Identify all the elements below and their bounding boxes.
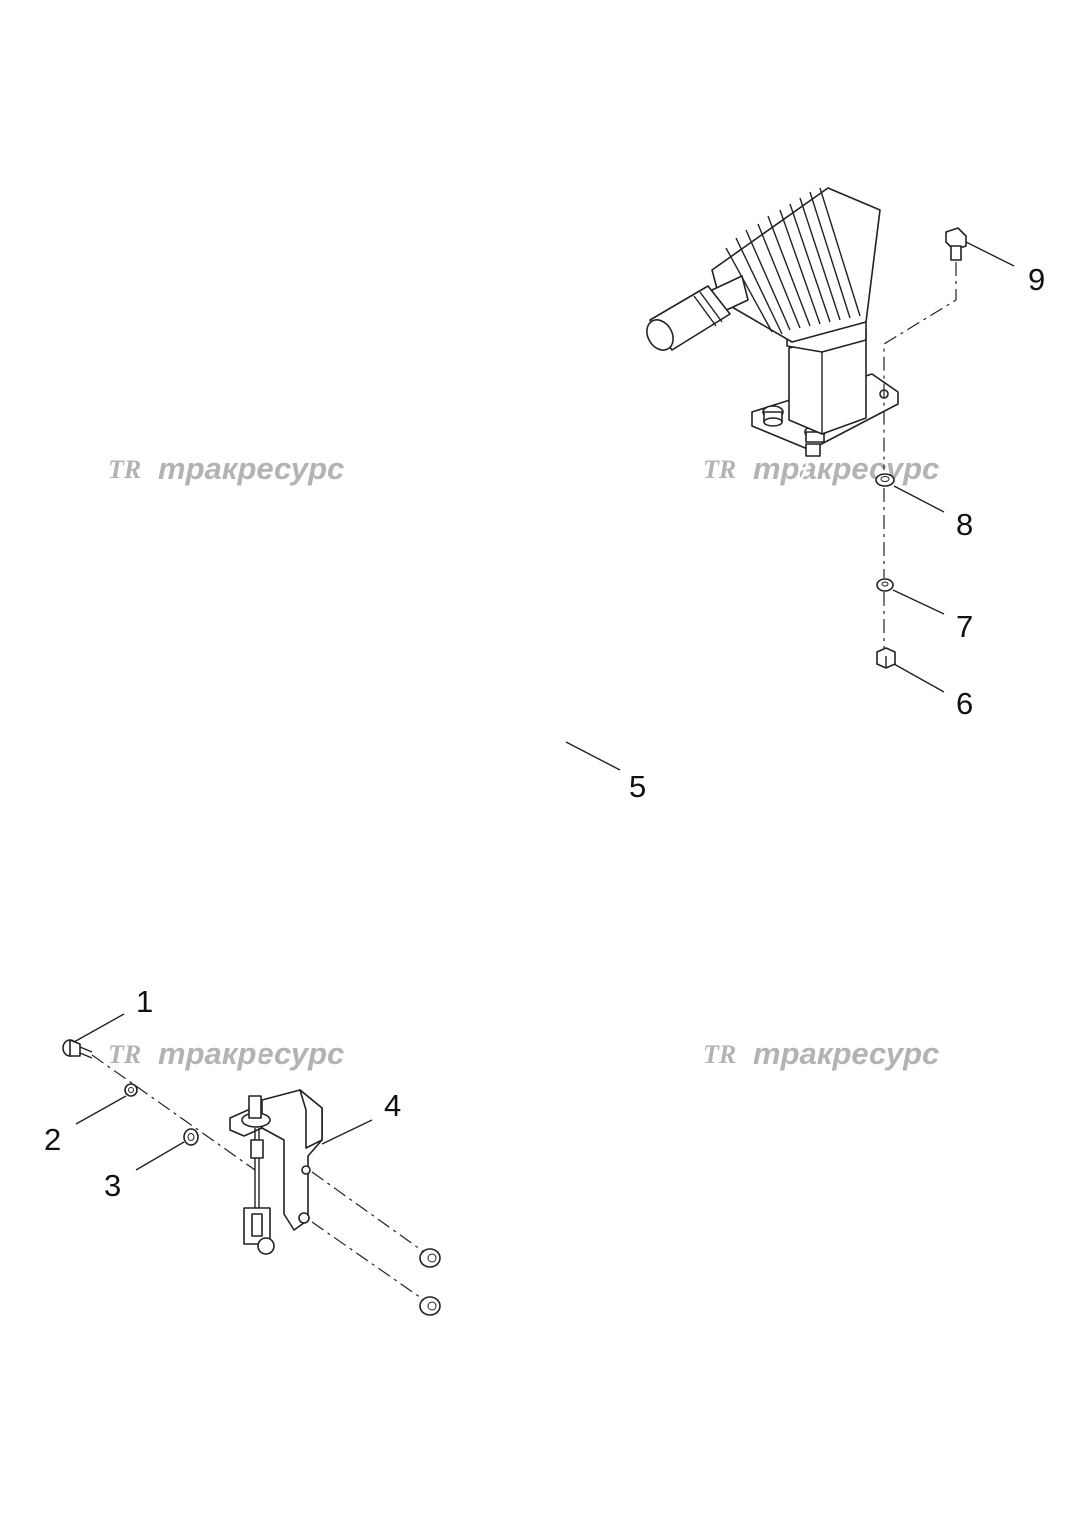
rod-collar (250, 1139, 264, 1159)
leader-6 (893, 663, 945, 693)
assembly-line-bolt (91, 1054, 256, 1171)
watermark-text: тракресурс (158, 451, 344, 486)
leader-3 (135, 1141, 185, 1171)
bracket-hole-upper (301, 1165, 311, 1175)
leader-7 (892, 589, 945, 615)
nut-lower-right-1 (419, 1248, 441, 1268)
bracket-hole-lower (298, 1212, 310, 1224)
bolt-1 (62, 1039, 93, 1059)
cable-end-fitting-bottom (248, 1095, 262, 1119)
leader-2 (75, 1095, 127, 1125)
watermark-text: тракресурс (158, 1036, 344, 1071)
control-lever-assembly (646, 187, 899, 451)
callout-5: 5 (629, 769, 646, 804)
watermark-text: тракресурс (753, 451, 939, 486)
leader-5 (565, 741, 621, 771)
watermark-logo: TR (108, 1040, 141, 1069)
leader-8 (893, 485, 945, 513)
watermark-logo: TR (703, 455, 736, 484)
watermark-logo: TR (108, 455, 141, 484)
nut-6 (876, 647, 896, 669)
callout-1: 1 (136, 984, 153, 1019)
callout-3: 3 (104, 1168, 121, 1203)
watermark-logo: TR (703, 1040, 736, 1069)
assembly-line-bolt-9 (883, 262, 957, 470)
callout-7: 7 (956, 609, 973, 644)
callout-4: 4 (384, 1088, 401, 1123)
clevis-pin (257, 1237, 275, 1255)
watermark-top-right: TR тракресурс (703, 451, 939, 486)
bolt-9 (945, 227, 967, 261)
control-cable (250, 443, 821, 1097)
callout-9: 9 (1028, 262, 1045, 297)
assembly-line-nut-lower (311, 1221, 425, 1301)
rubber-boot (711, 187, 881, 343)
plate-bolt-left (762, 405, 784, 427)
cable-end-fitting-top (805, 443, 821, 457)
cable-rod-clevis (243, 1128, 275, 1255)
leader-1 (73, 1013, 125, 1043)
watermark-text: тракресурс (753, 1036, 939, 1071)
callout-2: 2 (44, 1122, 61, 1157)
lever-handle-grip (646, 285, 731, 351)
cable-mounting-bracket (229, 1089, 323, 1231)
leader-9 (965, 241, 1015, 267)
watermark-bottom-left: TR тракресурс (108, 1036, 344, 1071)
callout-6: 6 (956, 686, 973, 721)
nut-lower-right-2 (419, 1296, 441, 1316)
watermark-top-left: TR тракресурс (108, 451, 344, 486)
assembly-line-nut-upper (311, 1171, 425, 1253)
leader-4 (321, 1119, 373, 1145)
watermark-bottom-right: TR тракресурс (703, 1036, 939, 1071)
callout-8: 8 (956, 507, 973, 542)
